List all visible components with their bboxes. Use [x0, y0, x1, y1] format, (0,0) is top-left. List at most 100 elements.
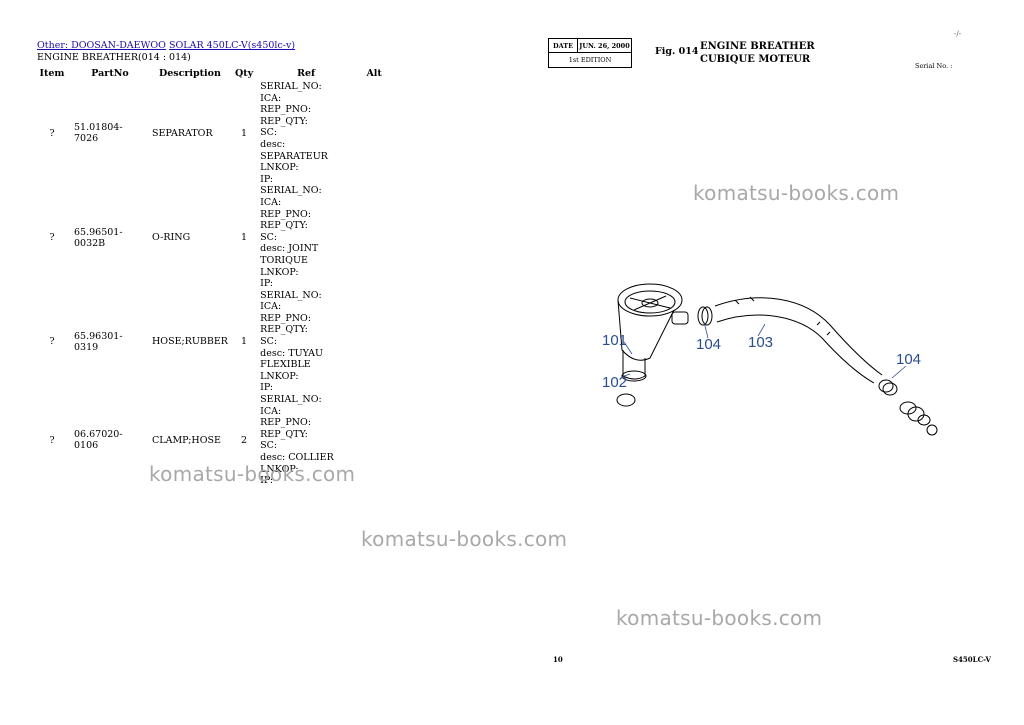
cell-qty: 2 [241, 434, 248, 446]
cell-item: ? [49, 434, 55, 446]
hose-clamp-left [697, 306, 713, 326]
ref-line: LNKOP: [260, 370, 299, 382]
cell-qty: 1 [241, 232, 248, 244]
ref-line: LNKOP: [260, 162, 299, 174]
figure-title: ENGINE BREATHER CUBIQUE MOTEUR [700, 40, 815, 66]
page-subtitle: ENGINE BREATHER(014 : 014) [37, 52, 191, 63]
ref-line: SERIAL_NO: [260, 185, 322, 197]
table-row: ? 65.96501-0032B O-RING 1 SERIAL_NO: ICA… [33, 185, 393, 289]
cell-ref: SERIAL_NO: ICA: REP_PNO: REP_QTY: SC: de… [257, 394, 355, 487]
cell-item: ? [49, 127, 55, 139]
ref-line: SERIAL_NO: [260, 81, 322, 92]
cell-item: ? [49, 232, 55, 244]
column-header-ref: Ref [297, 67, 316, 79]
table-row: ? 06.67020-0106 CLAMP;HOSE 2 SERIAL_NO: … [33, 394, 393, 487]
serial-number-label: Serial No. : [915, 62, 953, 70]
column-header-partno: PartNo [91, 67, 129, 79]
cell-ref: SERIAL_NO: ICA: REP_PNO: REP_QTY: SC: de… [257, 81, 355, 185]
cell-description: CLAMP;HOSE [152, 434, 221, 446]
watermark: komatsu-books.com [693, 181, 900, 205]
cell-partno: 51.01804-7026 [74, 122, 123, 145]
model-code: S450LC-V [953, 655, 991, 664]
cell-qty: 1 [241, 127, 248, 139]
cell-alt [355, 81, 393, 185]
ref-line: IP: [260, 382, 274, 394]
parts-table: Item PartNo Description Qty Ref Alt ? 51… [33, 65, 393, 487]
cell-description: O-RING [152, 232, 191, 244]
ref-line: REP_QTY: [260, 115, 308, 127]
cell-alt [355, 290, 393, 394]
ref-line: REP_QTY: [260, 324, 308, 336]
cell-partno: 65.96301-0319 [74, 330, 123, 353]
table-row: ? 51.01804-7026 SEPARATOR 1 SERIAL_NO: I… [33, 81, 393, 185]
ref-line: IP: [260, 173, 274, 185]
ref-line: SC: [260, 127, 278, 139]
ref-line: ICA: [260, 196, 282, 208]
watermark: komatsu-books.com [149, 462, 356, 486]
ref-line: REP_QTY: [260, 428, 308, 440]
figure-title-en: ENGINE BREATHER [700, 41, 815, 52]
table-row: ? 65.96301-0319 HOSE;RUBBER 1 SERIAL_NO:… [33, 290, 393, 394]
ref-line: LNKOP: [260, 463, 299, 475]
cell-qty: 1 [241, 336, 248, 348]
date-label: DATE [549, 39, 578, 52]
separator-part [617, 283, 689, 382]
ref-line: REP_PNO: [260, 417, 312, 429]
watermark: komatsu-books.com [616, 606, 823, 630]
ref-line: REP_PNO: [260, 312, 312, 324]
ref-line: IP: [260, 475, 274, 487]
ref-line: LNKOP: [260, 266, 299, 278]
ref-line: REP_PNO: [260, 208, 312, 220]
rubber-hose-part [714, 296, 883, 384]
fitting-part [899, 401, 938, 436]
cell-alt [355, 185, 393, 289]
table-header-row: Item PartNo Description Qty Ref Alt [33, 65, 393, 81]
figure-title-fr: CUBIQUE MOTEUR [700, 54, 811, 65]
engine-breather-diagram: 101 102 104 103 104 [602, 283, 938, 436]
ref-line: SC: [260, 231, 278, 243]
callout-101: 101 [602, 332, 627, 349]
edition-label: 1st EDITION [568, 56, 612, 64]
breadcrumb-link-model[interactable]: SOLAR 450LC-V(s450lc-v) [168, 40, 296, 51]
ref-line: REP_QTY: [260, 220, 308, 232]
callout-leaders [623, 321, 907, 379]
date-edition-box: DATE JUN. 26, 2000 1st EDITION [548, 38, 632, 68]
breadcrumb: Other: DOOSAN-DAEWOO SOLAR 450LC-V(s450l… [37, 40, 295, 51]
date-value: JUN. 26, 2000 [579, 41, 630, 50]
ref-line: IP: [260, 278, 274, 290]
cell-description: HOSE;RUBBER [152, 336, 228, 348]
callout-104-left: 104 [696, 336, 721, 353]
ref-line: SERIAL_NO: [260, 289, 322, 301]
ref-line: REP_PNO: [260, 104, 312, 116]
cell-ref: SERIAL_NO: ICA: REP_PNO: REP_QTY: SC: de… [257, 290, 355, 394]
breadcrumb-link-manufacturer[interactable]: Other: DOOSAN-DAEWOO [37, 40, 166, 51]
callout-102: 102 [602, 374, 627, 391]
cell-partno: 06.67020-0106 [74, 429, 123, 452]
watermark: komatsu-books.com [361, 527, 568, 551]
callout-104-right: 104 [896, 351, 921, 368]
ref-line: SC: [260, 336, 278, 348]
cell-item: ? [49, 336, 55, 348]
ref-line: SERIAL_NO: [260, 394, 322, 406]
page-number: 10 [553, 655, 563, 664]
ref-line: ICA: [260, 92, 282, 104]
callout-103: 103 [748, 334, 773, 351]
cell-alt [355, 394, 393, 487]
ref-line: ICA: [260, 301, 282, 313]
figure-number: Fig. 014 [655, 46, 699, 57]
ref-line: desc: TUYAU FLEXIBLE [260, 347, 323, 371]
ref-line: desc: JOINT TORIQUE [260, 243, 319, 266]
column-header-alt: Alt [366, 67, 382, 79]
o-ring-part [616, 393, 636, 407]
ref-line: desc: COLLIER [260, 452, 334, 463]
cell-description: SEPARATOR [152, 127, 213, 139]
ref-line: ICA: [260, 405, 282, 417]
column-header-description: Description [159, 67, 221, 79]
hose-clamp-right [878, 379, 898, 396]
ref-line: desc: SEPARATEUR [260, 138, 328, 162]
ref-line: SC: [260, 440, 278, 452]
page-corner-mark: -/- [954, 30, 962, 38]
column-header-qty: Qty [234, 67, 254, 79]
column-header-item: Item [39, 67, 65, 79]
cell-ref: SERIAL_NO: ICA: REP_PNO: REP_QTY: SC: de… [257, 185, 355, 289]
